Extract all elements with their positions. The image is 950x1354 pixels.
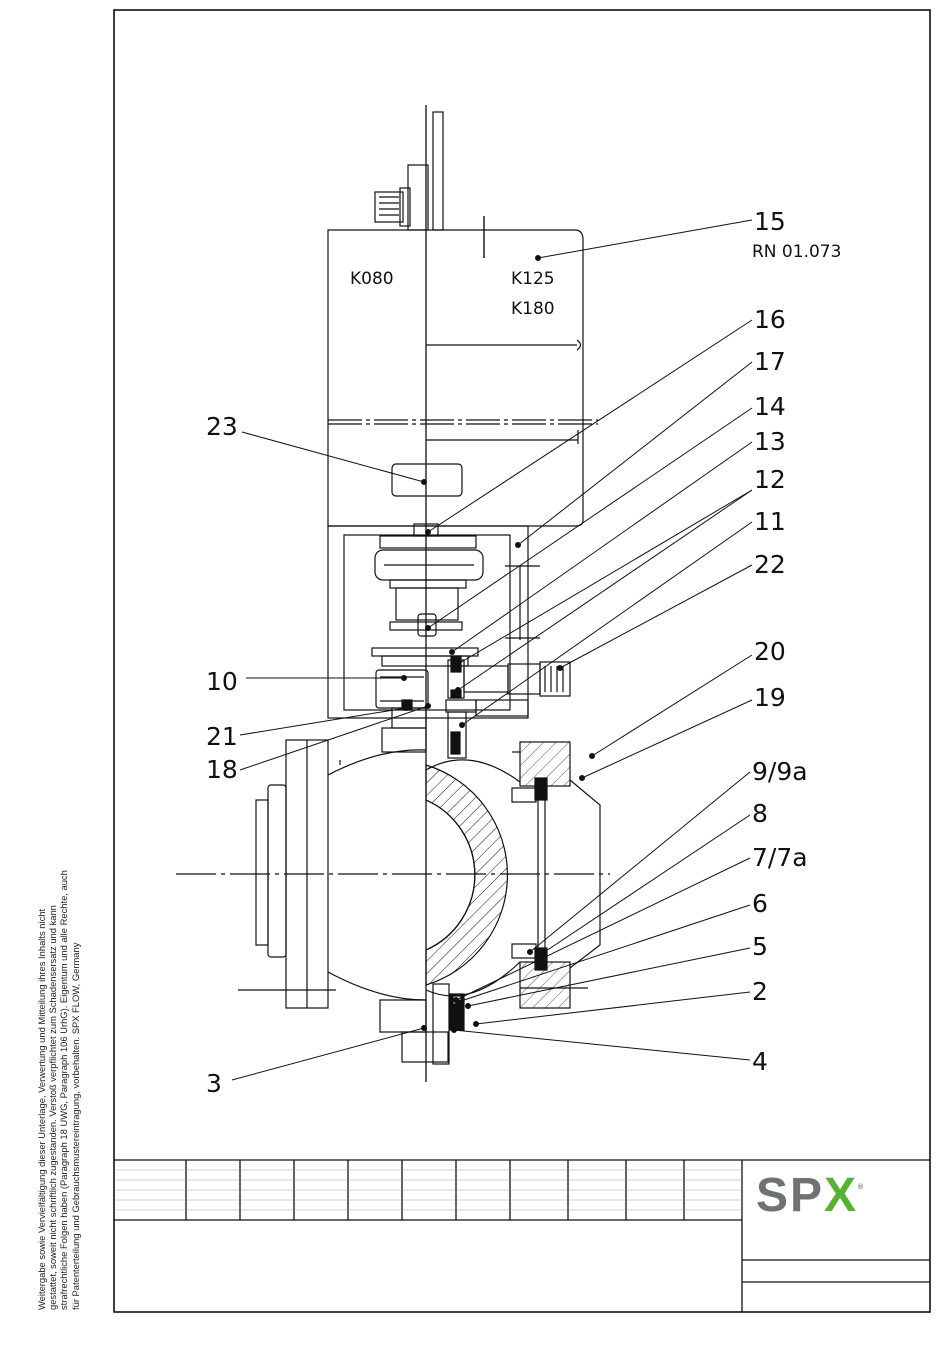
callout-23: 23 bbox=[206, 412, 238, 441]
leader-lines bbox=[231, 219, 753, 1081]
callout-13: 13 bbox=[754, 427, 786, 456]
callout-3: 3 bbox=[206, 1069, 222, 1098]
callout-labels: 15 RN 01.073 16 17 14 13 12 11 22 20 19 … bbox=[206, 207, 841, 1098]
callout-14: 14 bbox=[754, 392, 786, 421]
title-block bbox=[114, 1159, 930, 1312]
logo-sp: SP bbox=[756, 1169, 825, 1222]
variant-k080: K080 bbox=[350, 269, 394, 289]
callout-22: 22 bbox=[754, 550, 786, 579]
callout-18: 18 bbox=[206, 755, 238, 784]
spx-logo: SPX® bbox=[756, 1168, 916, 1222]
callout-20: 20 bbox=[754, 637, 786, 666]
callout-15: 15 bbox=[754, 207, 786, 236]
callout-10: 10 bbox=[206, 667, 238, 696]
variant-k125: K125 bbox=[511, 269, 555, 289]
callout-5: 5 bbox=[752, 932, 768, 961]
variant-k180: K180 bbox=[511, 299, 555, 319]
callout-17: 17 bbox=[754, 347, 786, 376]
callout-8: 8 bbox=[752, 799, 768, 828]
callout-12: 12 bbox=[754, 465, 786, 494]
callout-11: 11 bbox=[754, 507, 786, 536]
callout-9-9a: 9/9a bbox=[752, 757, 808, 786]
logo-x: X bbox=[824, 1169, 859, 1222]
callout-16: 16 bbox=[754, 305, 786, 334]
callout-7-7a: 7/7a bbox=[752, 843, 808, 872]
valve-drawing bbox=[176, 105, 610, 1082]
callout-4: 4 bbox=[752, 1047, 768, 1076]
callout-19: 19 bbox=[754, 683, 786, 712]
callout-21: 21 bbox=[206, 722, 238, 751]
legal-notice: Weitergabe sowie Vervielfältigung dieser… bbox=[36, 870, 81, 1310]
callout-2: 2 bbox=[752, 977, 768, 1006]
callout-6: 6 bbox=[752, 889, 768, 918]
logo-reg: ® bbox=[858, 1184, 866, 1191]
drawing-frame bbox=[113, 9, 931, 1313]
note-rn: RN 01.073 bbox=[752, 242, 841, 262]
